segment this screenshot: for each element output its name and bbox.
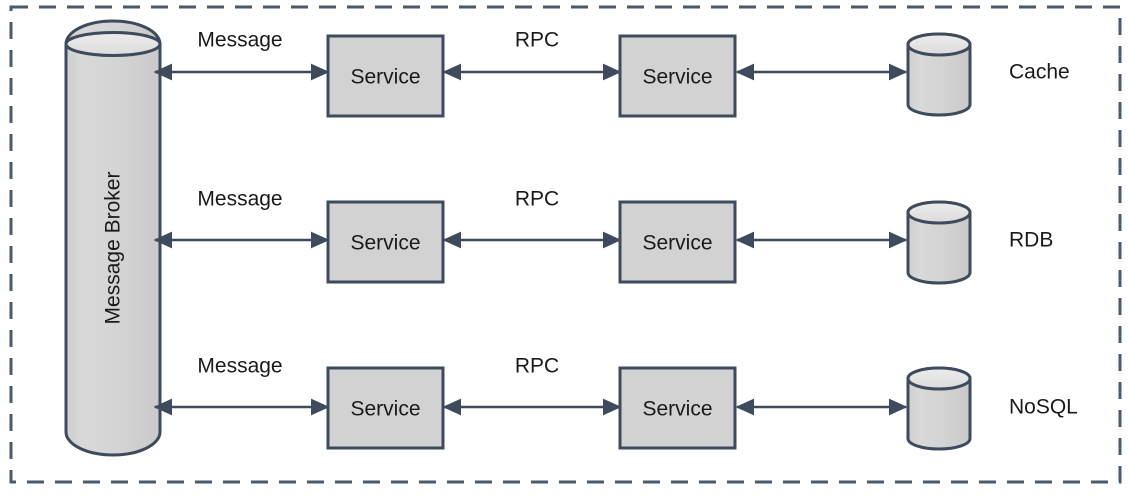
- edge-label-message-row-0: Message: [197, 29, 282, 52]
- service-a-row-0-label: Service: [350, 66, 420, 89]
- service-a-row-1-label: Service: [350, 232, 420, 255]
- datastore-nosql-top-cap: [906, 366, 972, 391]
- edge-label-rpc-row-2: RPC: [515, 355, 559, 378]
- node-datastore-rdb[interactable]: [906, 200, 972, 285]
- node-service-a-row-0[interactable]: Service: [326, 34, 445, 118]
- service-a-row-2-label: Service: [350, 398, 420, 421]
- edge-label-message-row-2: Message: [197, 355, 282, 378]
- node-message-broker[interactable]: Message Broker: [64, 19, 162, 457]
- node-service-b-row-0[interactable]: Service: [618, 34, 737, 118]
- message-broker-label: Message Broker: [102, 172, 125, 325]
- edge-label-rpc-row-0: RPC: [515, 29, 559, 52]
- node-service-b-row-1[interactable]: Service: [618, 200, 737, 284]
- service-a-row-1-box: [326, 200, 445, 284]
- service-b-row-2-box: [618, 366, 737, 450]
- diagram-row-1: Message Service RPC Service RDB: [153, 188, 1053, 285]
- datastore-rdb-top-cap: [906, 200, 972, 225]
- node-service-b-row-2[interactable]: Service: [618, 366, 737, 450]
- message-broker-top-cap: [64, 31, 162, 57]
- datastore-cache-top-cap: [906, 32, 972, 57]
- edge-label-message-row-1: Message: [197, 188, 282, 211]
- node-datastore-cache[interactable]: [906, 32, 972, 117]
- diagram-row-2: Message Service RPC Service NoSQL: [153, 355, 1078, 451]
- service-b-row-0-box: [618, 34, 737, 118]
- service-b-row-1-label: Service: [642, 232, 712, 255]
- system-boundary: [9, 5, 1122, 484]
- service-b-row-0-label: Service: [642, 66, 712, 89]
- message-broker-body: [64, 19, 162, 457]
- datastore-rdb-label: RDB: [1009, 229, 1053, 252]
- datastore-cache-label: Cache: [1009, 61, 1070, 84]
- service-b-row-2-label: Service: [642, 398, 712, 421]
- node-service-a-row-2[interactable]: Service: [326, 366, 445, 450]
- diagram-row-0: Message Service RPC Service Cache: [153, 29, 1070, 118]
- node-datastore-nosql[interactable]: [906, 366, 972, 451]
- service-a-row-0-box: [326, 34, 445, 118]
- datastore-nosql-label: NoSQL: [1009, 396, 1078, 419]
- node-service-a-row-1[interactable]: Service: [326, 200, 445, 284]
- service-b-row-1-box: [618, 200, 737, 284]
- edge-label-rpc-row-1: RPC: [515, 188, 559, 211]
